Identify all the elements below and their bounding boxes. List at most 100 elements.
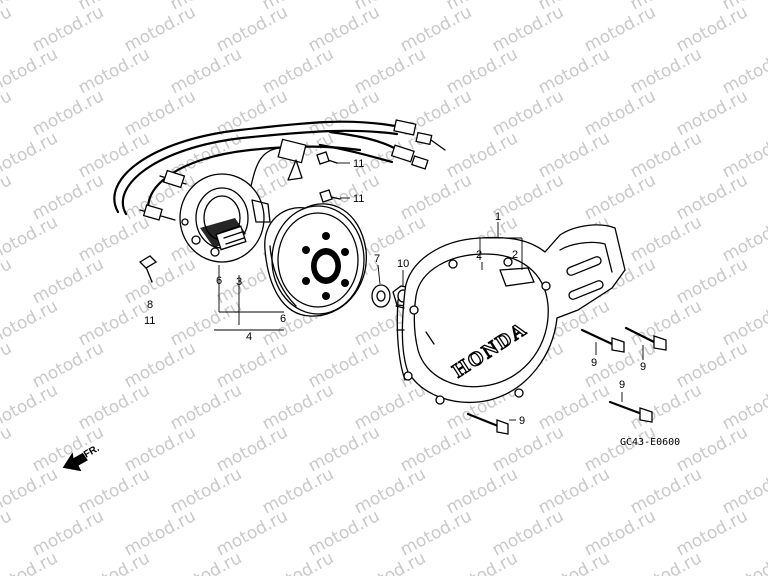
watermark-text: motod.ru — [627, 380, 705, 434]
watermark-text: motod.ru — [75, 44, 153, 98]
watermark-text: motod.ru — [0, 86, 15, 140]
watermark-text: motod.ru — [581, 86, 659, 140]
left-crankcase-cover: HONDA — [395, 224, 626, 405]
watermark-text: motod.ru — [535, 128, 613, 182]
watermark-text: motod.ru — [673, 254, 751, 308]
callout-11c: 11 — [144, 315, 155, 327]
watermark-text: motod.ru — [673, 506, 751, 560]
bolts — [138, 151, 667, 435]
watermark-text: motod.ru — [0, 212, 61, 266]
watermark-text: motod.ru — [259, 548, 337, 576]
watermark-text: motod.ru — [673, 338, 751, 392]
watermark-text: motod.ru — [581, 506, 659, 560]
watermark-text: motod.ru — [581, 422, 659, 476]
watermark-text: motod.ru — [581, 2, 659, 56]
washer — [371, 284, 391, 308]
watermark-text: motod.ru — [29, 254, 107, 308]
watermark-text: motod.ru — [351, 548, 429, 576]
watermark-text: motod.ru — [167, 380, 245, 434]
watermark-text: motod.ru — [673, 86, 751, 140]
watermark-text: motod.ru — [673, 2, 751, 56]
watermark-text: motod.ru — [443, 464, 521, 518]
watermark-text: motod.ru — [0, 548, 61, 576]
callout-9c: 9 — [619, 379, 625, 391]
watermark-text: motod.ru — [305, 506, 383, 560]
watermark-text: motod.ru — [673, 170, 751, 224]
watermark-text: motod.ru — [121, 86, 199, 140]
watermark-text: motod.ru — [443, 548, 521, 576]
bolt-cover-long-2 — [624, 326, 667, 351]
watermark-text: motod.ru — [673, 422, 751, 476]
watermark-text: motod.ru — [627, 548, 705, 576]
watermark-text: motod.ru — [121, 254, 199, 308]
watermark-text: motod.ru — [0, 128, 61, 182]
watermark-text: motod.ru — [351, 44, 429, 98]
front-arrow-icon — [62, 452, 88, 472]
watermark-text: motod.ru — [29, 170, 107, 224]
watermark-text: motod.ru — [581, 170, 659, 224]
callout-3: 3 — [236, 276, 242, 288]
watermark-text: motod.ru — [213, 506, 291, 560]
watermark-text: motod.ru — [121, 2, 199, 56]
watermark-text: motod.ru — [443, 44, 521, 98]
watermark-text: motod.ru — [121, 506, 199, 560]
watermark-text: motod.ru — [75, 296, 153, 350]
watermark-text: motod.ru — [167, 464, 245, 518]
callout-7: 7 — [374, 253, 380, 265]
bolt-left-lower — [138, 255, 158, 283]
watermark-text: motod.ru — [213, 2, 291, 56]
callout-11b: 11 — [353, 193, 364, 205]
watermark-text: motod.ru — [627, 212, 705, 266]
watermark-text: motod.ru — [167, 548, 245, 576]
watermark-text: motod.ru — [397, 170, 475, 224]
callout-11a: 11 — [353, 158, 364, 170]
watermark-text: motod.ru — [29, 506, 107, 560]
watermark-text: motod.ru — [397, 2, 475, 56]
bolt-cover-long-4 — [466, 412, 509, 435]
callout-6b: 6 — [280, 313, 286, 325]
watermark-text: motod.ru — [627, 44, 705, 98]
watermark-text: motod.ru — [121, 422, 199, 476]
watermark-text: motod.ru — [489, 86, 567, 140]
callout-2-right: 2 — [512, 249, 518, 261]
watermark-text: motod.ru — [719, 548, 768, 576]
watermark-text: motod.ru — [167, 296, 245, 350]
watermark-text: motod.ru — [29, 86, 107, 140]
watermark-text: motod.ru — [627, 128, 705, 182]
watermark-text: motod.ru — [259, 464, 337, 518]
callout-4: 4 — [246, 331, 252, 343]
callout-1: 1 — [495, 211, 501, 223]
watermark-text: motod.ru — [0, 254, 15, 308]
watermark-text: motod.ru — [0, 506, 15, 560]
watermark-text: motod.ru — [75, 548, 153, 576]
watermark-text: motod.ru — [213, 422, 291, 476]
callout-2: 2 — [476, 249, 482, 261]
watermark-text: motod.ru — [75, 464, 153, 518]
watermark-text: motod.ru — [259, 380, 337, 434]
watermark-text: motod.ru — [351, 464, 429, 518]
watermark-text: motod.ru — [0, 170, 15, 224]
callout-9a: 9 — [591, 357, 597, 369]
watermark-text: motod.ru — [29, 2, 107, 56]
bolt-stator-upper — [316, 151, 338, 165]
leader-lines — [214, 162, 644, 421]
callout-9d: 9 — [519, 415, 525, 427]
watermark-text: motod.ru — [0, 380, 61, 434]
watermark-text: motod.ru — [0, 464, 61, 518]
watermark-text: motod.ru — [213, 338, 291, 392]
watermark-text: motod.ru — [443, 128, 521, 182]
bolt-cover-long-3 — [608, 400, 653, 423]
callout-6: 6 — [216, 275, 222, 287]
watermark-text: motod.ru — [351, 380, 429, 434]
watermark-text: motod.ru — [75, 380, 153, 434]
bolt-cover-long-1 — [580, 328, 625, 353]
watermark-text: motod.ru — [121, 338, 199, 392]
watermark-text: motod.ru — [167, 44, 245, 98]
watermark-text: motod.ru — [305, 422, 383, 476]
watermark-text: motod.ru — [397, 422, 475, 476]
flywheel-rotor — [264, 203, 367, 317]
watermark-text: motod.ru — [535, 380, 613, 434]
callout-8: 8 — [147, 299, 153, 311]
watermark-text: motod.ru — [489, 506, 567, 560]
